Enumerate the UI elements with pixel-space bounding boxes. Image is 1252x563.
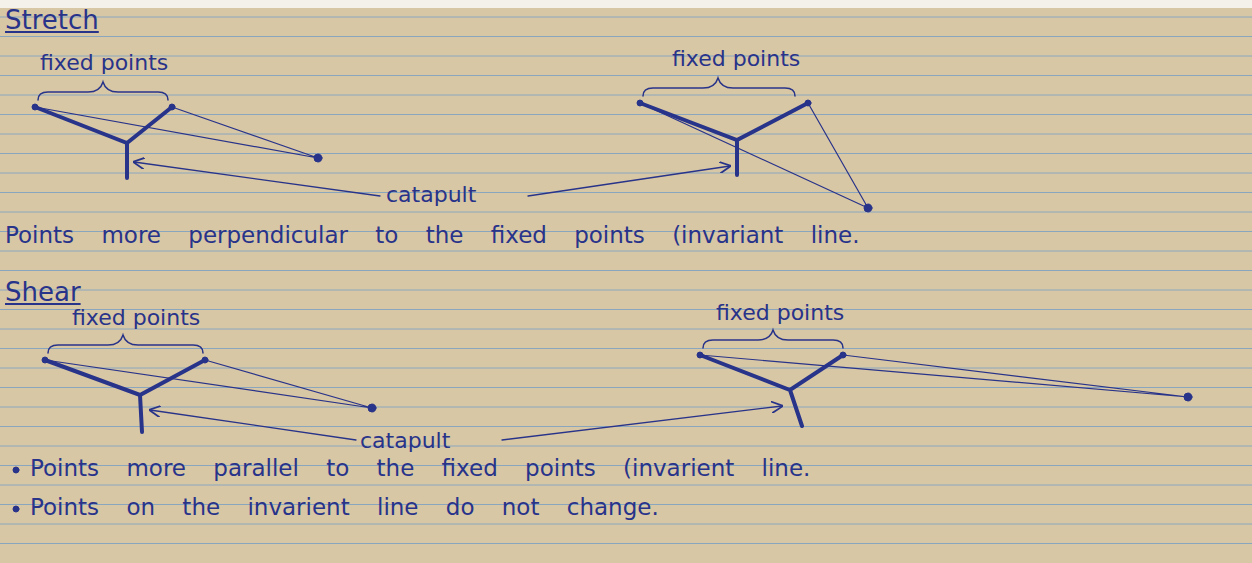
- rule-line: [0, 153, 1252, 154]
- paper-edge: [0, 0, 1252, 8]
- note-text: Points more parallel to the fixed points…: [30, 455, 1230, 481]
- rule-line: [0, 36, 1252, 37]
- ruled-lines: [0, 17, 1252, 544]
- drawings: [13, 78, 1192, 512]
- leader-arrow: [150, 410, 356, 440]
- annotation: catapult: [360, 428, 450, 453]
- annotation: catapult: [386, 182, 476, 207]
- leader-arrow: [502, 406, 782, 440]
- leader-arrow: [528, 166, 730, 196]
- catapult-figure: [32, 82, 322, 178]
- annotation: fixed points: [672, 46, 800, 71]
- rule-line: [0, 348, 1252, 349]
- rule-line: [0, 114, 1252, 115]
- rule-line: [0, 290, 1252, 291]
- note-text: Points on the invarient line do not chan…: [30, 494, 1230, 520]
- rule-line: [0, 75, 1252, 76]
- rule-line: [0, 212, 1252, 213]
- rule-line: [0, 56, 1252, 57]
- rule-line: [0, 17, 1252, 18]
- rule-line: [0, 524, 1252, 525]
- section-heading: Stretch: [5, 6, 99, 36]
- bullet-dot: [13, 467, 19, 473]
- annotation: fixed points: [40, 50, 168, 75]
- rule-line: [0, 426, 1252, 427]
- catapult-figure: [637, 78, 872, 212]
- catapult-figure: [42, 335, 376, 432]
- rule-line: [0, 387, 1252, 388]
- rule-line: [0, 251, 1252, 252]
- annotation: fixed points: [72, 305, 200, 330]
- rule-line: [0, 543, 1252, 544]
- bullet-dot: [13, 506, 19, 512]
- rule-line: [0, 95, 1252, 96]
- rule-line: [0, 192, 1252, 193]
- note-text: Points more perpendicular to the fixed p…: [5, 222, 1240, 248]
- leader-arrow: [134, 162, 380, 196]
- rule-line: [0, 270, 1252, 271]
- catapult-figure: [697, 330, 1192, 426]
- rule-line: [0, 173, 1252, 174]
- rule-line: [0, 407, 1252, 408]
- rule-line: [0, 446, 1252, 447]
- section-heading: Shear: [5, 278, 81, 308]
- rule-line: [0, 485, 1252, 486]
- annotation: fixed points: [716, 300, 844, 325]
